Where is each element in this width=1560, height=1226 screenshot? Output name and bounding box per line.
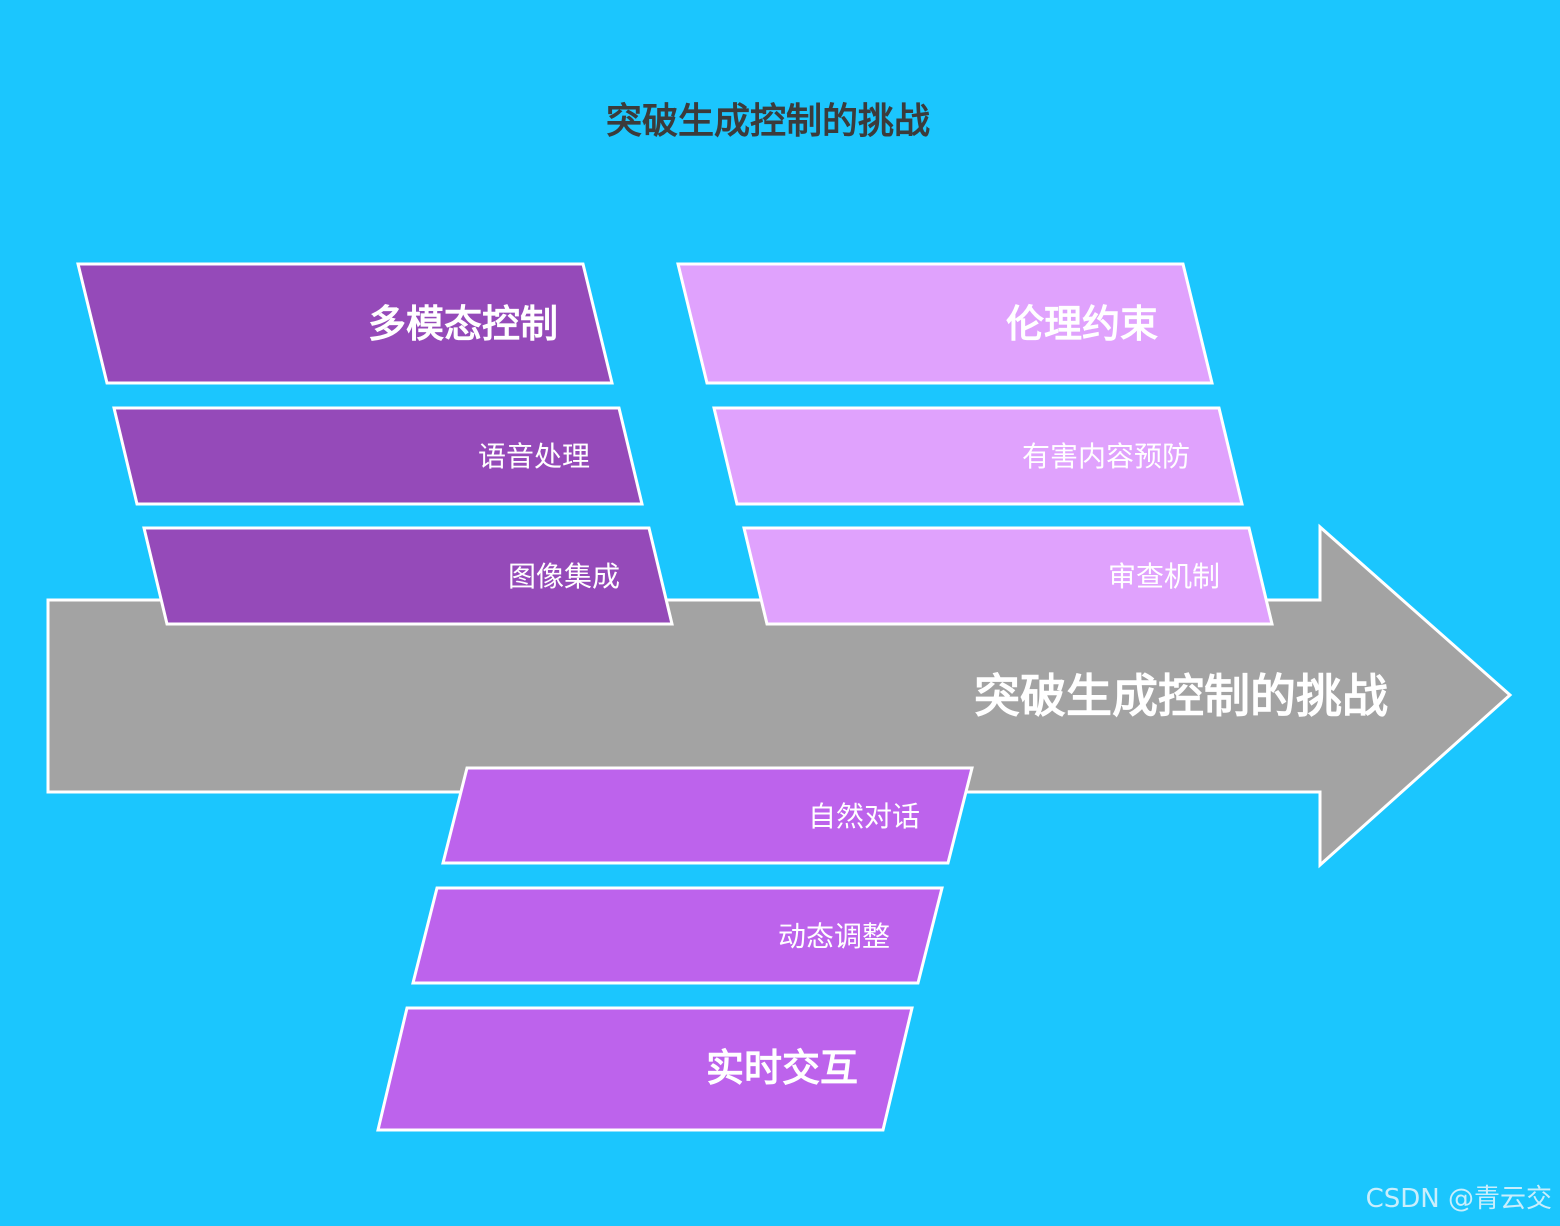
ethics-item-box-2 <box>742 526 1274 626</box>
spine-label: 突破生成控制的挑战 <box>974 669 1388 723</box>
realtime-item-2: 动态调整 <box>778 920 890 953</box>
ethics-item-2: 审查机制 <box>1108 560 1220 593</box>
realtime-heading-box <box>376 1006 914 1132</box>
realtime-item-1: 自然对话 <box>808 800 920 833</box>
multimodal-item-box-2 <box>142 526 674 626</box>
diagram-title: 突破生成控制的挑战 <box>606 101 930 142</box>
multimodal-heading: 多模态控制 <box>368 302 558 346</box>
multimodal-item-box-1 <box>112 406 644 506</box>
group-multimodal: 多模态控制 语音处理 图像集成 <box>76 262 674 626</box>
ethics-item-1: 有害内容预防 <box>1022 440 1190 473</box>
group-realtime: 自然对话 动态调整 实时交互 <box>376 766 974 1132</box>
ethics-heading-box <box>676 262 1214 385</box>
realtime-item-box-2 <box>411 886 944 985</box>
group-ethics: 伦理约束 有害内容预防 审查机制 <box>676 262 1274 626</box>
multimodal-item-1: 语音处理 <box>478 440 590 473</box>
multimodal-heading-box <box>76 262 614 385</box>
ethics-item-box-1 <box>712 406 1244 506</box>
realtime-item-box-1 <box>441 766 974 865</box>
realtime-heading: 实时交互 <box>706 1046 858 1090</box>
watermark: CSDN @青云交 <box>1366 1184 1552 1214</box>
ethics-heading: 伦理约束 <box>1006 302 1158 346</box>
multimodal-item-2: 图像集成 <box>508 560 620 593</box>
